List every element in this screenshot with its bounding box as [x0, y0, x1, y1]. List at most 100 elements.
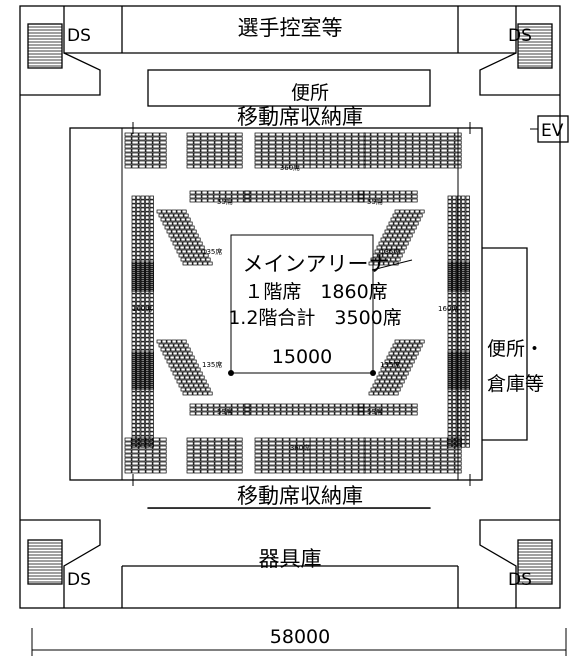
seat-mark-bottom-small	[393, 411, 400, 416]
seat-mark-bottom-small	[387, 407, 394, 412]
seat-mark-top-small	[244, 194, 251, 199]
seat-mark-top	[268, 160, 276, 165]
seat-mark-bottom	[282, 437, 290, 442]
seat-mark-top	[370, 148, 378, 153]
seat-mark-top-small	[195, 190, 202, 195]
seat-mark-left-upper	[145, 275, 150, 280]
seat-mark-bottom	[131, 449, 139, 454]
seat-mark-top	[419, 164, 427, 169]
seat-mark-left-angled	[184, 245, 190, 250]
seat-mark-left-mid	[140, 369, 145, 374]
seat-mark-bottom	[363, 469, 371, 474]
seat-mark-bottom	[124, 453, 132, 458]
seat-mark-top	[124, 140, 132, 145]
seat-mark-left-lower	[145, 443, 150, 448]
seat-mark-right-lower	[452, 363, 457, 368]
seat-mark-bottom	[289, 457, 297, 462]
seat-mark-top	[440, 156, 448, 161]
seat-mark-top-small	[334, 198, 341, 203]
seat-mark-left-angled	[182, 351, 188, 356]
seat-mark-top	[344, 152, 352, 157]
seat-mark-bottom	[268, 441, 276, 446]
seat-mark-right-mid	[461, 285, 466, 290]
seat-mark-left-upper	[131, 275, 136, 280]
seat-mark-left-upper	[136, 211, 141, 216]
seat-mark-right-angled	[392, 233, 398, 238]
seat-mark-top	[391, 148, 399, 153]
seat-mark-right-mid	[465, 261, 470, 266]
seat-mark-bottom	[344, 441, 352, 446]
seat-mark-right-mid	[465, 293, 470, 298]
seat-mark-bottom-small	[237, 403, 244, 408]
seat-mark-right-upper	[456, 247, 461, 252]
seat-mark-right-angled	[385, 237, 391, 242]
seat-mark-top	[316, 152, 324, 157]
seat-mark-bottom	[330, 445, 338, 450]
seat-mark-bottom	[351, 457, 359, 462]
seat-mark-right-upper	[452, 267, 457, 272]
seat-mark-top	[309, 160, 317, 165]
seat-mark-top-small	[201, 190, 208, 195]
seat-mark-bottom-small	[363, 407, 370, 412]
seat-mark-left-upper	[145, 203, 150, 208]
seat-mark-bottom-small	[399, 403, 406, 408]
seat-mark-top	[358, 148, 366, 153]
seat-mark-right-mid	[447, 305, 452, 310]
seat-mark-right-angled	[398, 221, 404, 226]
seat-mark-left-lower	[136, 431, 141, 436]
seat-mark-top	[186, 164, 194, 169]
seat-mark-bottom-small	[225, 407, 232, 412]
seat-mark-left-angled	[185, 387, 191, 392]
seat-mark-bottom	[296, 453, 304, 458]
seat-mark-bottom	[419, 449, 427, 454]
seat-mark-top	[193, 140, 201, 145]
seat-mark-right-upper	[465, 247, 470, 252]
seat-mark-left-lower	[140, 391, 145, 396]
seat-mark-left-mid	[149, 321, 154, 326]
seat-mark-right-mid	[452, 373, 457, 378]
seat-mark-left-lower	[145, 419, 150, 424]
seat-mark-top	[351, 136, 359, 141]
seat-mark-right-angled	[394, 229, 400, 234]
seat-mark-top-small	[363, 194, 370, 199]
seat-mark-right-lower	[456, 375, 461, 380]
seat-mark-left-upper	[145, 247, 150, 252]
seat-mark-left-angled	[183, 343, 189, 348]
seat-mark-top	[303, 152, 311, 157]
seat-mark-left-mid	[145, 313, 150, 318]
seat-mark-right-upper	[452, 211, 457, 216]
seat-mark-right-mid	[465, 361, 470, 366]
seat-mark-right-angled	[419, 209, 425, 214]
seat-mark-bottom-small	[381, 407, 388, 412]
seat-mark-top	[207, 144, 215, 149]
seat-mark-left-lower	[131, 435, 136, 440]
seat-mark-bottom-small	[357, 411, 364, 416]
seat-mark-left-mid	[140, 313, 145, 318]
seat-mark-right-angled	[404, 209, 410, 214]
seat-mark-top	[221, 152, 229, 157]
seat-mark-right-angled	[395, 217, 401, 222]
seat-mark-right-angled	[401, 355, 407, 360]
seat-mark-right-lower	[452, 411, 457, 416]
seat-mark-right-angled	[414, 339, 420, 344]
seat-mark-right-mid	[447, 289, 452, 294]
seat-mark-top	[419, 132, 427, 137]
seat-mark-bottom-small	[250, 407, 257, 412]
seat-mark-bottom	[358, 441, 366, 446]
seat-mark-left-angled	[175, 217, 181, 222]
seat-mark-top-small	[268, 194, 275, 199]
seat-mark-top	[221, 160, 229, 165]
seat-mark-top	[261, 136, 269, 141]
seat-mark-right-upper	[465, 223, 470, 228]
seat-mark-left-angled	[178, 383, 184, 388]
seat-mark-right-angled	[392, 253, 398, 258]
seat-mark-right-angled	[399, 359, 405, 364]
seat-mark-bottom-small	[352, 411, 359, 416]
arena-label-leader	[371, 259, 413, 271]
seat-mark-left-angled	[176, 249, 182, 254]
seat-mark-left-upper	[136, 243, 141, 248]
seat-mark-top	[433, 140, 441, 145]
seat-mark-right-angled	[370, 387, 376, 392]
seat-mark-top-small	[213, 198, 220, 203]
seat-mark-bottom	[261, 469, 269, 474]
